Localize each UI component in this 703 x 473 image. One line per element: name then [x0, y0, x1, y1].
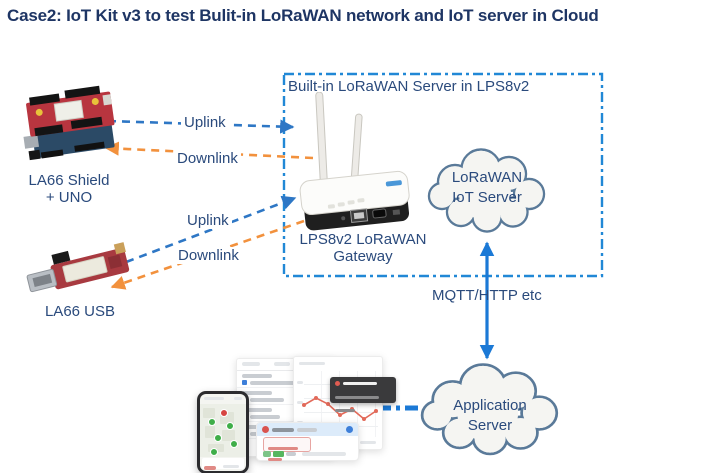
lorawan-server-boundary-box [282, 72, 604, 278]
chart-tooltip [330, 377, 396, 412]
battery-icon [273, 451, 284, 457]
table-checkbox [242, 380, 247, 385]
warning-icon [262, 426, 269, 433]
page-title: Case2: IoT Kit v3 to test Bulit-in LoRaW… [7, 6, 599, 25]
application-cloud-label: Application Server [453, 397, 527, 434]
uplink-label-usb: Uplink [184, 212, 232, 229]
mobile-app-screenshot [197, 391, 249, 473]
alert-value-box [263, 437, 311, 461]
alert-dot-icon [335, 381, 340, 386]
downlink-label-usb: Downlink [175, 247, 242, 264]
map-pin-green [208, 418, 216, 426]
map-pin-red [220, 409, 228, 417]
shield-label: LA66 Shield + UNO [28, 172, 110, 206]
la66-shield-uno-illustration [23, 85, 115, 161]
map-view [200, 404, 246, 457]
usb-label: LA66 USB [44, 303, 116, 320]
box-title: Built-in LoRaWAN Server in LPS8v2 [288, 78, 530, 95]
gateway-body [299, 170, 410, 231]
gateway-label: LPS8v2 LoRaWAN Gateway [299, 231, 427, 265]
uplink-arrow-usb [112, 195, 297, 269]
lps8v2-gateway-illustration [299, 92, 410, 231]
uplink-label-shield: Uplink [181, 114, 229, 131]
protocol-label: MQTT/HTTP etc [432, 287, 542, 304]
lorawan-cloud-label: LoRaWAN IoT Server [451, 169, 523, 206]
uplink-arrow-shield [107, 119, 295, 134]
dashboard-alert-screenshot [256, 422, 359, 461]
downlink-label-shield: Downlink [174, 150, 241, 167]
la66-usb-illustration [26, 242, 130, 293]
confirm-icon [346, 426, 353, 433]
